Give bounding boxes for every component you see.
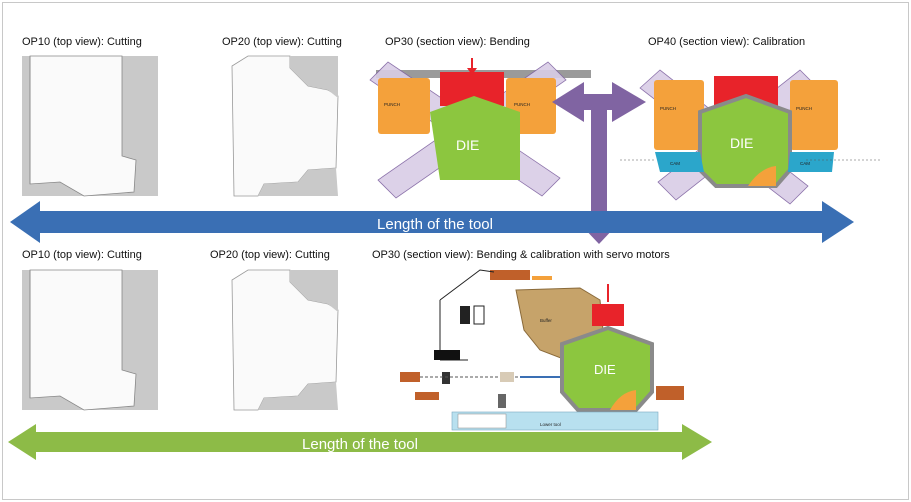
top-op20-title: OP20 (top view): Cutting bbox=[222, 36, 342, 48]
top-op10-sheet bbox=[21, 55, 159, 197]
svg-text:DIE: DIE bbox=[594, 362, 616, 377]
top-op30-title: OP30 (section view): Bending bbox=[385, 36, 530, 48]
bottom-op20-title: OP20 (top view): Cutting bbox=[210, 249, 330, 261]
top-op40-punch-right: PUNCH bbox=[796, 106, 812, 111]
top-op30-punch-right: PUNCH bbox=[514, 102, 530, 107]
bottom-op10-sheet bbox=[21, 269, 159, 411]
top-length-arrow: Length of the tool bbox=[10, 201, 854, 243]
lower-tool-label: Lower tool bbox=[540, 422, 561, 427]
top-op40-cam-right: CAM bbox=[800, 161, 810, 166]
top-op30-bending-section: DIE PUNCH PUNCH bbox=[369, 58, 591, 199]
bottom-op10-title: OP10 (top view): Cutting bbox=[22, 249, 142, 261]
top-op40-calibration-section: DIE PUNCH PUNCH CAM CAM bbox=[620, 69, 880, 205]
bottom-op30-servo-section: Buffer DIE Lower tool bbox=[400, 269, 684, 431]
top-op10-title: OP10 (top view): Cutting bbox=[22, 36, 142, 48]
top-length-label: Length of the tool bbox=[377, 216, 493, 233]
bottom-length-arrow: Length of the tool bbox=[8, 424, 712, 460]
top-op40-punch-left: PUNCH bbox=[660, 106, 676, 111]
svg-text:DIE: DIE bbox=[730, 135, 753, 151]
svg-text:DIE: DIE bbox=[456, 137, 479, 153]
bottom-op30-title: OP30 (section view): Bending & calibrati… bbox=[372, 249, 670, 261]
bottom-op20-sheet bbox=[231, 269, 339, 411]
top-op40-title: OP40 (section view): Calibration bbox=[648, 36, 805, 48]
buffer-label: Buffer bbox=[540, 318, 552, 323]
top-op20-sheet bbox=[231, 55, 339, 197]
bottom-length-label: Length of the tool bbox=[302, 436, 418, 453]
top-op30-punch-left: PUNCH bbox=[384, 102, 400, 107]
top-op40-cam-left: CAM bbox=[670, 161, 680, 166]
